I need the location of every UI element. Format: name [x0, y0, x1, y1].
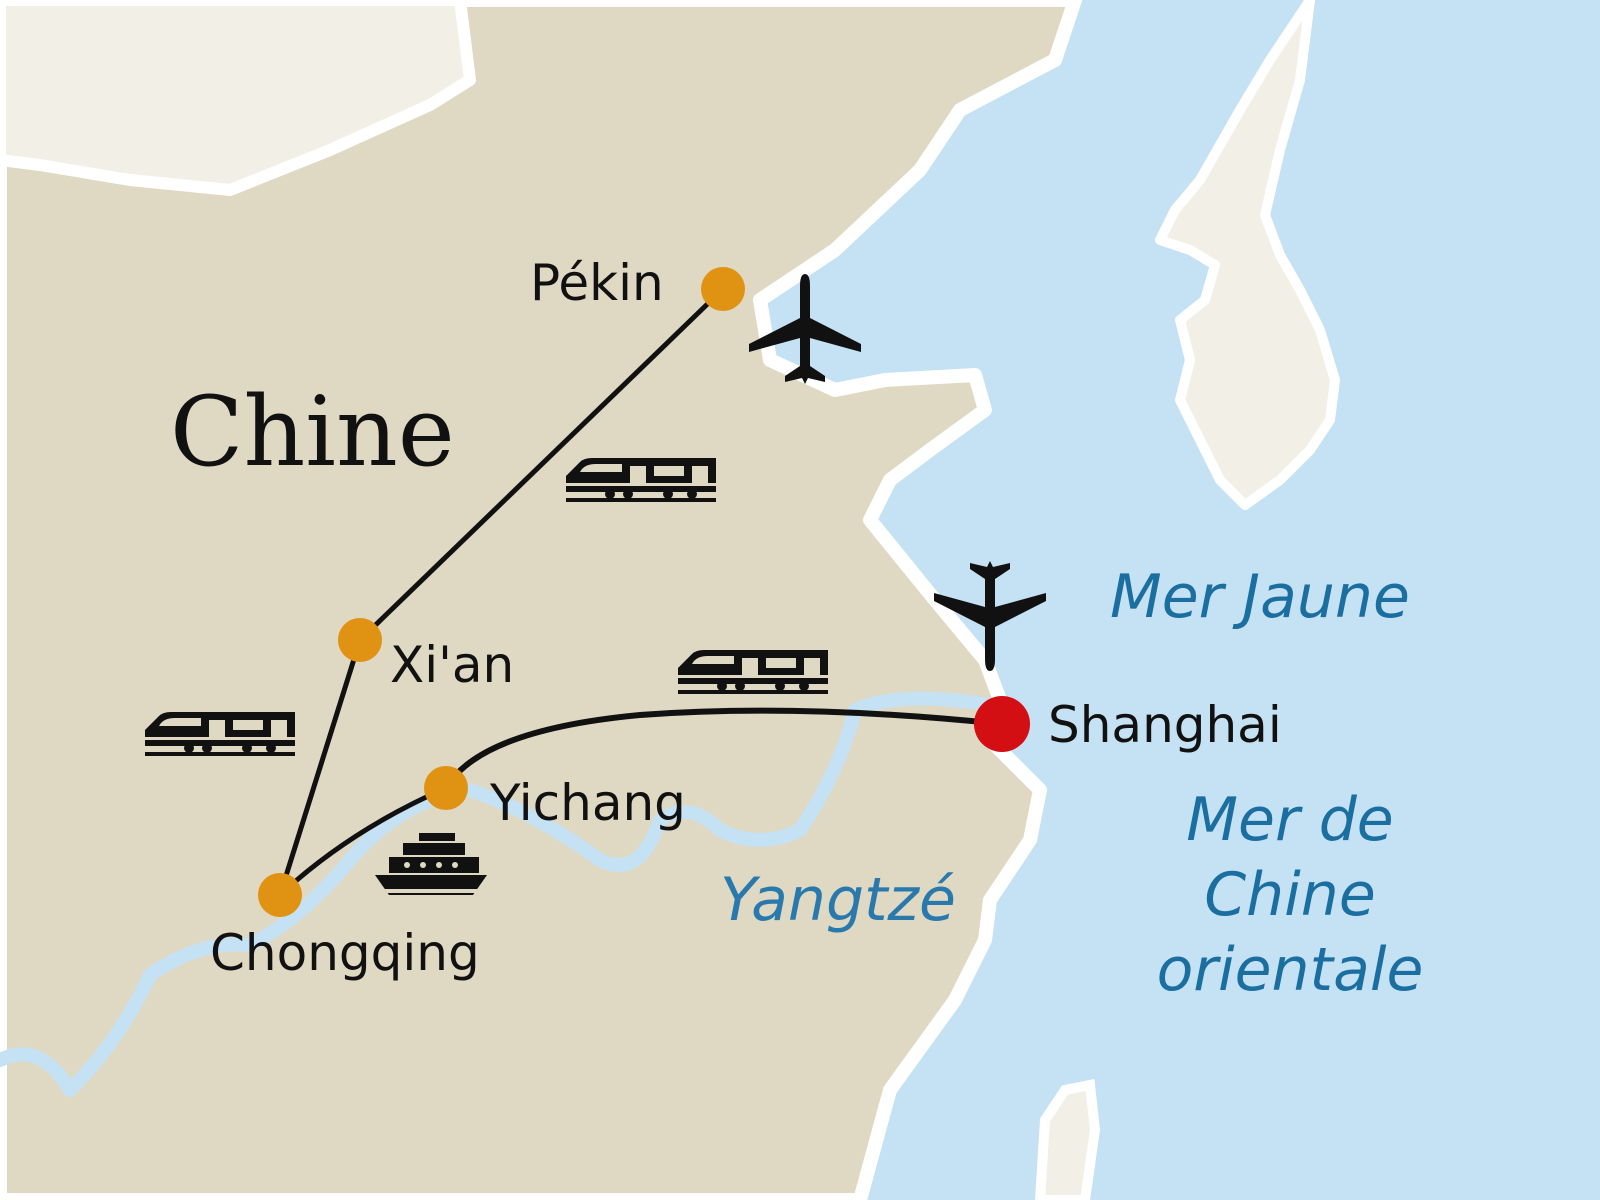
route-yichang-shanghai: [443, 707, 1003, 790]
city-label-xian: Xi'an: [390, 636, 514, 694]
city-marker-xian[interactable]: [338, 618, 382, 662]
ship-icon: [369, 833, 493, 895]
island-taiwan: [1034, 1079, 1101, 1200]
city-marker-yichang[interactable]: [424, 766, 468, 810]
river-label-yangtze: Yangtzé: [720, 865, 956, 935]
route-lines: [277, 287, 1003, 897]
neighbor-land-north: [0, 0, 476, 196]
sea-label-east-china-line3: orientale: [1157, 935, 1424, 1005]
sea-label-east-china-line1: Mer de: [1186, 785, 1393, 855]
city-markers: [258, 267, 1030, 917]
country-label: Chine: [170, 376, 455, 488]
city-marker-shanghai[interactable]: [974, 696, 1030, 752]
yangtze-river: [0, 691, 997, 1097]
route-chongqing-yichang: [278, 785, 448, 897]
sea-label-yellow-sea: Mer Jaune: [1110, 562, 1410, 632]
route-xian-chongqing: [277, 639, 363, 896]
city-label-chongqing: Chongqing: [210, 924, 480, 982]
city-label-shanghai: Shanghai: [1048, 696, 1282, 754]
neighbor-land-korea: [1155, 0, 1340, 510]
city-label-pekin: Pékin: [530, 254, 664, 312]
route-pekin-xian: [358, 287, 725, 642]
city-label-yichang: Yichang: [489, 774, 686, 832]
sea-label-east-china-line2: Chine: [1204, 860, 1376, 930]
city-marker-chongqing[interactable]: [258, 873, 302, 917]
city-marker-pekin[interactable]: [701, 267, 745, 311]
